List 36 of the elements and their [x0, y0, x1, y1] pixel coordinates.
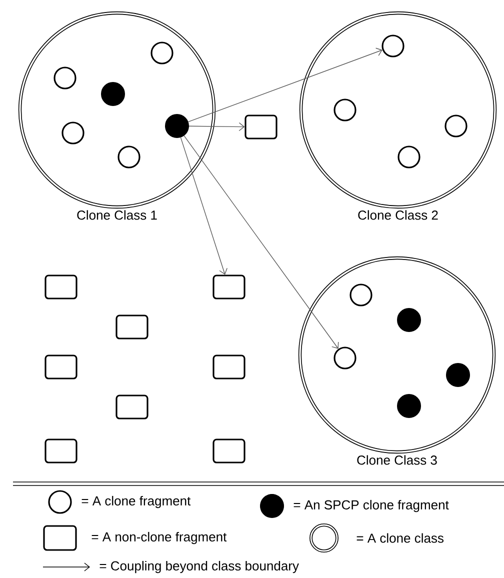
non-clone-fragment-box — [44, 438, 78, 464]
spcp-fragment-dot — [397, 394, 421, 418]
arrow — [184, 135, 339, 349]
legend-label: = Coupling beyond class boundary — [100, 560, 299, 574]
non-clone-fragment-box — [212, 274, 246, 300]
clone-fragment-circle — [334, 346, 356, 370]
spcp-fragment-dot — [101, 82, 125, 106]
clone-fragment-circle — [398, 146, 420, 168]
spcp-fragment-dot — [446, 363, 470, 387]
legend-label: = A clone fragment — [82, 496, 191, 508]
non-clone-fragment-box — [244, 114, 278, 140]
clone-fragment-circle — [62, 122, 84, 144]
clone-fragment-circle — [54, 66, 76, 90]
spcp-fragment-dot — [397, 308, 421, 332]
node-label: Clone Class 3 — [357, 455, 437, 465]
node-label: Clone Class 1 — [77, 210, 157, 220]
legend-label: = A clone class — [356, 533, 444, 543]
arrow — [180, 137, 228, 275]
legend-label: = An SPCP clone fragment — [294, 500, 449, 512]
non-clone-fragment-box — [212, 354, 246, 380]
non-clone-fragment-box — [212, 438, 246, 464]
non-clone-fragment-box — [116, 314, 148, 340]
arrow — [188, 122, 245, 132]
clone-fragment-circle — [444, 114, 468, 138]
spcp-fragment-dot — [165, 114, 189, 138]
clone-fragment-circle — [350, 284, 372, 306]
non-clone-fragment-box — [116, 394, 148, 420]
non-clone-fragment-box — [44, 274, 78, 300]
clone-fragment-circle — [150, 42, 174, 64]
non-clone-fragment-box — [44, 354, 78, 380]
node-label: Clone Class 2 — [358, 210, 438, 220]
legend-label: = A non-clone fragment — [92, 532, 227, 544]
clone-fragment-circle — [118, 146, 140, 168]
clone-fragment-circle — [334, 98, 356, 122]
arrow — [188, 48, 382, 122]
clone-fragment-circle — [382, 34, 404, 58]
